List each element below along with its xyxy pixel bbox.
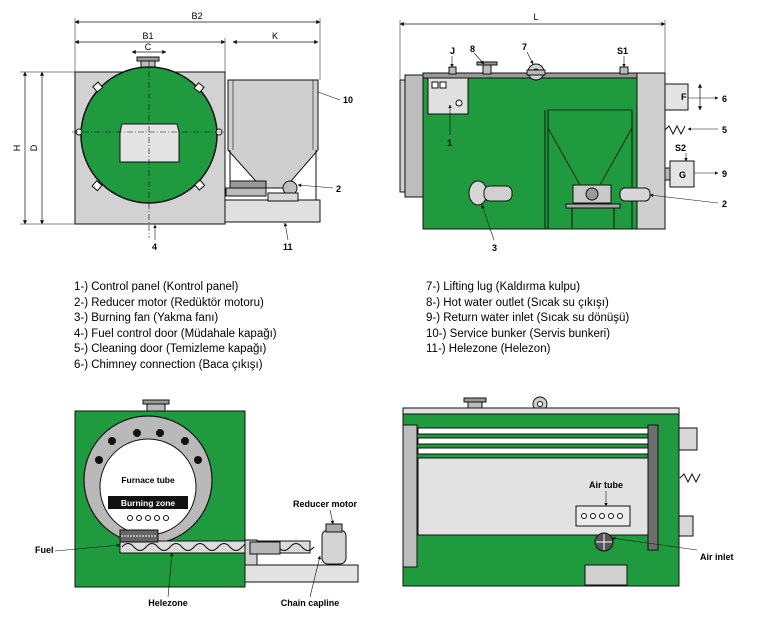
callout-7: 7 xyxy=(522,42,527,52)
legend-item: 4-) Fuel control door (Müdahale kapağı) xyxy=(74,327,277,340)
label-s1: S1 xyxy=(617,46,628,56)
legend-item: 2-) Reducer motor (Redüktör motoru) xyxy=(74,296,264,309)
legend-item: 6-) Chimney connection (Baca çıkışı) xyxy=(74,358,263,371)
callout-10: 10 xyxy=(343,95,353,105)
legend-item: 10-) Service bunker (Servis bunkeri) xyxy=(426,327,611,340)
callout-2-side: 2 xyxy=(722,199,727,209)
burning-fan xyxy=(468,180,513,206)
callout-2-front: 2 xyxy=(336,184,341,194)
legend-item: 5-) Cleaning door (Temizleme kapağı) xyxy=(74,343,267,356)
side-section: Air tube Air inlet xyxy=(402,396,734,587)
legend-item: 1-) Control panel (Kontrol panel) xyxy=(74,281,239,293)
callout-3: 3 xyxy=(492,243,497,253)
dim-l: L xyxy=(533,12,538,22)
callout-1: 1 xyxy=(447,138,452,148)
label-furnace-tube: Furnace tube xyxy=(121,475,175,485)
callout-9: 9 xyxy=(722,169,727,179)
reducer-motor-section xyxy=(321,523,347,565)
legend-left: 1-) Control panel (Kontrol panel) 2-) Re… xyxy=(74,280,277,374)
service-bunker xyxy=(227,79,319,189)
label-g: G xyxy=(679,170,686,180)
helezone-base xyxy=(224,199,321,223)
label-fuel: Fuel xyxy=(35,545,54,555)
label-helezone: Helezone xyxy=(148,598,188,608)
legend-right: 7-) Lifting lug (Kaldırma kulpu) 8-) Hot… xyxy=(426,280,629,358)
label-burning-zone: Burning zone xyxy=(121,498,176,508)
dim-d: D xyxy=(29,144,39,151)
legend-item: 7-) Lifting lug (Kaldırma kulpu) xyxy=(426,281,581,293)
callout-4: 4 xyxy=(152,242,157,252)
callout-11: 11 xyxy=(283,242,293,252)
legend-item: 3-) Burning fan (Yakma fanı) xyxy=(74,312,219,325)
fuel-control-door xyxy=(119,123,180,163)
callout-6: 6 xyxy=(722,94,727,104)
label-chain-capline: Chain capline xyxy=(281,598,340,608)
label-j: J xyxy=(450,46,455,56)
label-reducer-motor: Reducer motor xyxy=(293,499,358,509)
legend-item: 8-) Hot water outlet (Sıcak su çıkışı) xyxy=(426,296,609,309)
dim-b1: B1 xyxy=(142,31,153,41)
side-view: L J 8 7 S1 F 6 5 S2 G 9 2 1 3 xyxy=(399,12,727,253)
dim-h: H xyxy=(12,145,22,152)
dim-c: C xyxy=(145,42,152,52)
front-view: B2 B1 C K H D 10 2 4 11 xyxy=(12,11,353,252)
callout-8: 8 xyxy=(470,44,475,54)
label-f: F xyxy=(681,92,687,102)
label-air-tube: Air tube xyxy=(589,480,623,490)
legend-item: 9-) Return water inlet (Sıcak su dönüşü) xyxy=(426,312,630,325)
front-section: Furnace tube Burning zone Reducer motor … xyxy=(35,399,359,608)
dim-b2: B2 xyxy=(191,11,202,21)
legend-item: 11-) Helezone (Helezon) xyxy=(426,343,551,356)
callout-5: 5 xyxy=(722,125,727,135)
label-s2: S2 xyxy=(675,143,686,153)
dim-k: K xyxy=(272,31,278,41)
label-air-inlet: Air inlet xyxy=(700,552,734,562)
